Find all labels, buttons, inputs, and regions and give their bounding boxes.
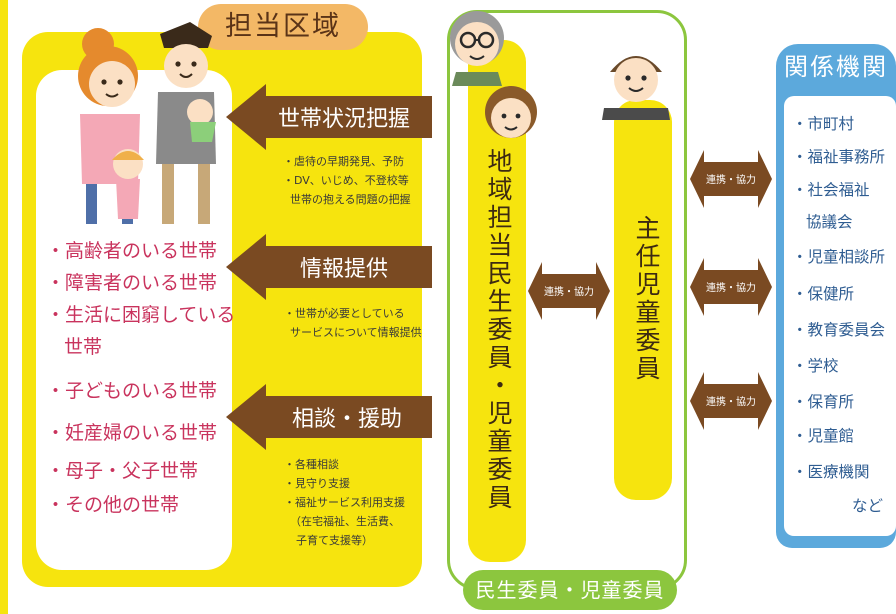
chief-commissioner-illustration [602, 56, 670, 120]
committee-group-label: 民生委員・児童委員 [463, 570, 677, 610]
family-illustration [78, 22, 216, 224]
household-item: ・障害者のいる世帯 [46, 272, 218, 294]
detail-line: サービスについて情報提供 [290, 326, 422, 339]
arrow-shape [226, 84, 432, 150]
detail-line: ・見守り支援 [284, 477, 350, 490]
agency-item: ・学校 [792, 357, 839, 375]
detail-line: 世帯の抱える問題の把握 [290, 193, 411, 206]
arrow-shape [226, 234, 432, 300]
service-area-tag: 担当区域 [198, 4, 368, 50]
agency-item: ・保健所 [792, 285, 855, 303]
arrow-label: 相談・援助 [292, 407, 403, 432]
detail-line: ・DV、いじめ、不登校等 [283, 174, 409, 187]
arrow-label: 情報提供 [300, 257, 389, 282]
household-item: 世帯 [64, 336, 103, 358]
agencies-title: 関係機関 [776, 44, 896, 90]
elderly-commissioner-illustration [450, 11, 504, 86]
cooperation-arrow: 連携・協力 [690, 150, 772, 208]
cooperation-label: 連携・協力 [706, 173, 756, 186]
agency-item: ・児童相談所 [792, 248, 886, 266]
agency-item: ・福祉事務所 [792, 148, 886, 166]
cooperation-label: 連携・協力 [544, 285, 594, 298]
household-item: ・その他の世帯 [46, 494, 180, 516]
detail-line: ・世帯が必要としている [284, 307, 405, 320]
female-commissioner-illustration [485, 86, 537, 138]
household-item: ・高齢者のいる世帯 [46, 240, 218, 262]
agency-item: ・児童館 [792, 427, 855, 445]
detail-line: 子育て支援等） [296, 534, 373, 547]
household-item: ・母子・父子世帯 [46, 460, 199, 482]
agency-item: 協議会 [806, 213, 853, 231]
chief-commissioner-column [614, 100, 672, 500]
cooperation-label: 連携・協力 [706, 281, 756, 294]
arrow-shape [226, 384, 432, 450]
chief-commissioner-title: 主任児童委員 [632, 215, 661, 383]
household-item: ・子どものいる世帯 [46, 380, 218, 402]
detail-line: ・福祉サービス利用支援 [284, 496, 405, 509]
household-item: ・妊産婦のいる世帯 [46, 422, 218, 444]
agency-item: ・社会福祉 [792, 181, 870, 199]
detail-line: （在宅福祉、生活費、 [290, 515, 400, 528]
cooperation-arrow: 連携・協力 [690, 372, 772, 430]
arrow-label: 世帯状況把握 [278, 107, 411, 132]
agency-etc: など [852, 497, 884, 515]
detail-line: ・虐待の早期発見、予防 [283, 155, 404, 168]
household-item: ・生活に困窮している [46, 304, 236, 326]
cooperation-label: 連携・協力 [706, 395, 756, 408]
agency-item: ・保育所 [792, 393, 855, 411]
agency-item: ・教育委員会 [792, 321, 886, 339]
cooperation-arrow: 連携・協力 [690, 258, 772, 316]
local-commissioner-title: 地域担当民生委員・児童委員 [484, 148, 513, 512]
agencies-list-box [784, 96, 896, 536]
detail-line: ・各種相談 [284, 458, 339, 471]
agency-item: ・市町村 [792, 115, 855, 133]
cooperation-arrow: 連携・協力 [528, 262, 610, 320]
left-edge-strip [0, 0, 8, 614]
agency-item: ・医療機関 [792, 463, 870, 481]
